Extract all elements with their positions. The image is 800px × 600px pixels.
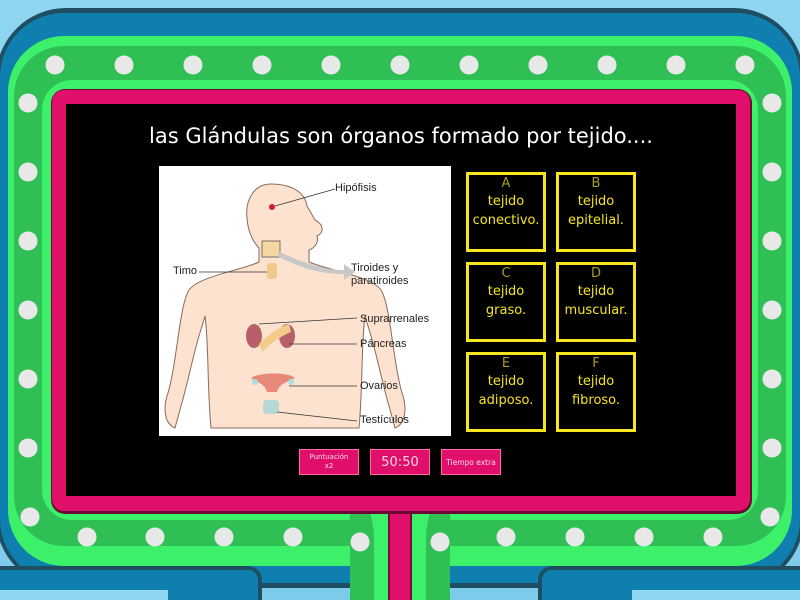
light-bulb-icon: [666, 55, 686, 75]
answer-a[interactable]: A tejido conectivo.: [466, 172, 546, 252]
light-bulb-icon: [760, 507, 780, 527]
answer-text-line1: tejido: [487, 374, 525, 389]
light-bulb-icon: [18, 231, 38, 251]
label-pancreas: Páncreas: [360, 338, 407, 350]
light-bulb-icon: [183, 55, 203, 75]
light-bulb-icon: [77, 527, 97, 547]
light-bulb-icon: [18, 438, 38, 458]
light-bulb-icon: [283, 527, 303, 547]
label-paratiroides: paratiroides: [351, 275, 409, 287]
double-score-button[interactable]: Puntuación x2: [299, 449, 359, 475]
light-bulb-icon: [430, 532, 450, 552]
answer-e[interactable]: E tejido adiposo.: [466, 352, 546, 432]
answer-text-line1: tejido: [487, 194, 525, 209]
light-bulb-icon: [762, 162, 782, 182]
label-testiculos: Testículos: [360, 414, 409, 426]
light-bulb-icon: [18, 300, 38, 320]
light-bulb-icon: [20, 507, 40, 527]
light-bulb-icon: [321, 55, 341, 75]
light-bulb-icon: [762, 300, 782, 320]
answer-d[interactable]: D tejido muscular.: [556, 262, 636, 342]
answer-text-line2: fibroso.: [571, 393, 621, 408]
light-bulb-icon: [762, 93, 782, 113]
label-tiroides: Tiroides y: [351, 262, 399, 274]
answer-letter: E: [501, 356, 511, 371]
light-bulb-icon: [762, 369, 782, 389]
light-bulb-icon: [45, 55, 65, 75]
endocrine-system-diagram: [164, 183, 406, 429]
answer-text-line2: epitelial.: [568, 213, 624, 228]
light-bulb-icon: [350, 532, 370, 552]
background-gap-left: [0, 590, 168, 600]
label-ovarios: Ovarios: [360, 380, 398, 392]
answer-letter: D: [590, 266, 601, 281]
background-gap-right: [632, 590, 800, 600]
answer-text-line2: conectivo.: [472, 213, 540, 228]
light-bulb-icon: [496, 527, 516, 547]
podium-stem-pink: [388, 500, 412, 600]
fifty-fifty-label: 50:50: [381, 454, 419, 470]
light-bulb-icon: [565, 527, 585, 547]
double-score-multiplier: x2: [324, 462, 334, 470]
light-bulb-icon: [390, 55, 410, 75]
answer-text-line1: tejido: [577, 194, 615, 209]
light-bulb-icon: [459, 55, 479, 75]
light-bulb-icon: [18, 162, 38, 182]
answer-b[interactable]: B tejido epitelial.: [556, 172, 636, 252]
label-hipofisis: Hipófisis: [335, 182, 377, 194]
extra-time-button[interactable]: Tiempo extra: [441, 449, 501, 475]
light-bulb-icon: [528, 55, 548, 75]
light-bulb-icon: [762, 438, 782, 458]
light-bulb-icon: [597, 55, 617, 75]
answer-text-line1: tejido: [487, 284, 525, 299]
light-bulb-icon: [762, 231, 782, 251]
light-bulb-icon: [735, 55, 755, 75]
question-image: Hipófisis Timo Tiroides y paratiroides S…: [159, 166, 451, 436]
light-bulb-icon: [18, 369, 38, 389]
label-suprarrenales: Suprarrenales: [360, 313, 430, 325]
light-bulb-icon: [634, 527, 654, 547]
answer-text-line1: tejido: [577, 374, 615, 389]
light-bulb-icon: [214, 527, 234, 547]
light-bulb-icon: [114, 55, 134, 75]
light-bulb-icon: [145, 527, 165, 547]
label-timo: Timo: [173, 265, 198, 277]
fifty-fifty-button[interactable]: 50:50: [370, 449, 430, 475]
answer-f[interactable]: F tejido fibroso.: [556, 352, 636, 432]
answer-c[interactable]: C tejido graso.: [466, 262, 546, 342]
answer-text-line2: muscular.: [564, 303, 628, 318]
extra-time-label: Tiempo extra: [446, 457, 496, 467]
answer-text-line2: graso.: [485, 303, 527, 318]
answer-letter: C: [501, 266, 511, 281]
light-bulb-icon: [18, 93, 38, 113]
question-text: las Glándulas son órganos formado por te…: [149, 124, 653, 148]
answer-text-line2: adiposo.: [478, 393, 534, 408]
double-score-label: Puntuación: [309, 453, 349, 461]
answer-letter: A: [501, 176, 511, 191]
light-bulb-icon: [703, 527, 723, 547]
answer-letter: B: [591, 176, 601, 191]
light-bulb-icon: [252, 55, 272, 75]
answer-text-line1: tejido: [577, 284, 615, 299]
answer-letter: F: [592, 356, 600, 371]
